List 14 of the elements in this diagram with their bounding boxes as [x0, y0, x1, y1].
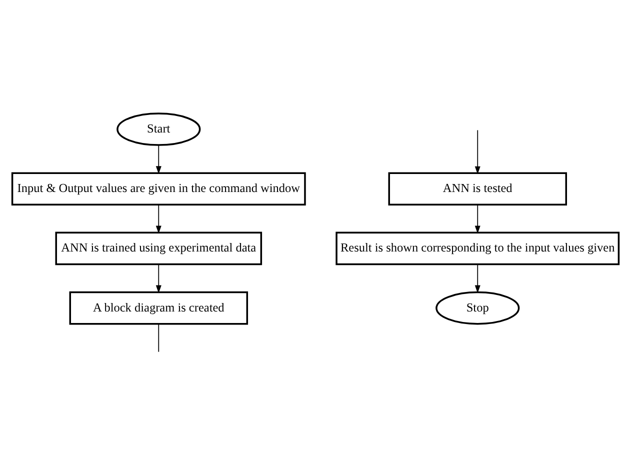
arrow	[156, 204, 162, 234]
arrow	[474, 264, 480, 294]
node-ellipse: Stop	[436, 291, 520, 325]
arrow	[156, 264, 162, 294]
node-box: A block diagram is created	[69, 291, 248, 325]
node-ellipse: Start	[116, 112, 201, 146]
arrow	[474, 204, 480, 234]
node-box: ANN is trained using experimental data	[55, 232, 262, 266]
connector	[158, 324, 160, 352]
node-box: Input & Output values are given in the command window	[11, 172, 306, 206]
node-box: Result is shown corresponding to the input values given	[336, 232, 620, 266]
arrow	[156, 144, 162, 174]
node-box: ANN is tested	[388, 172, 567, 206]
arrow	[474, 130, 480, 174]
